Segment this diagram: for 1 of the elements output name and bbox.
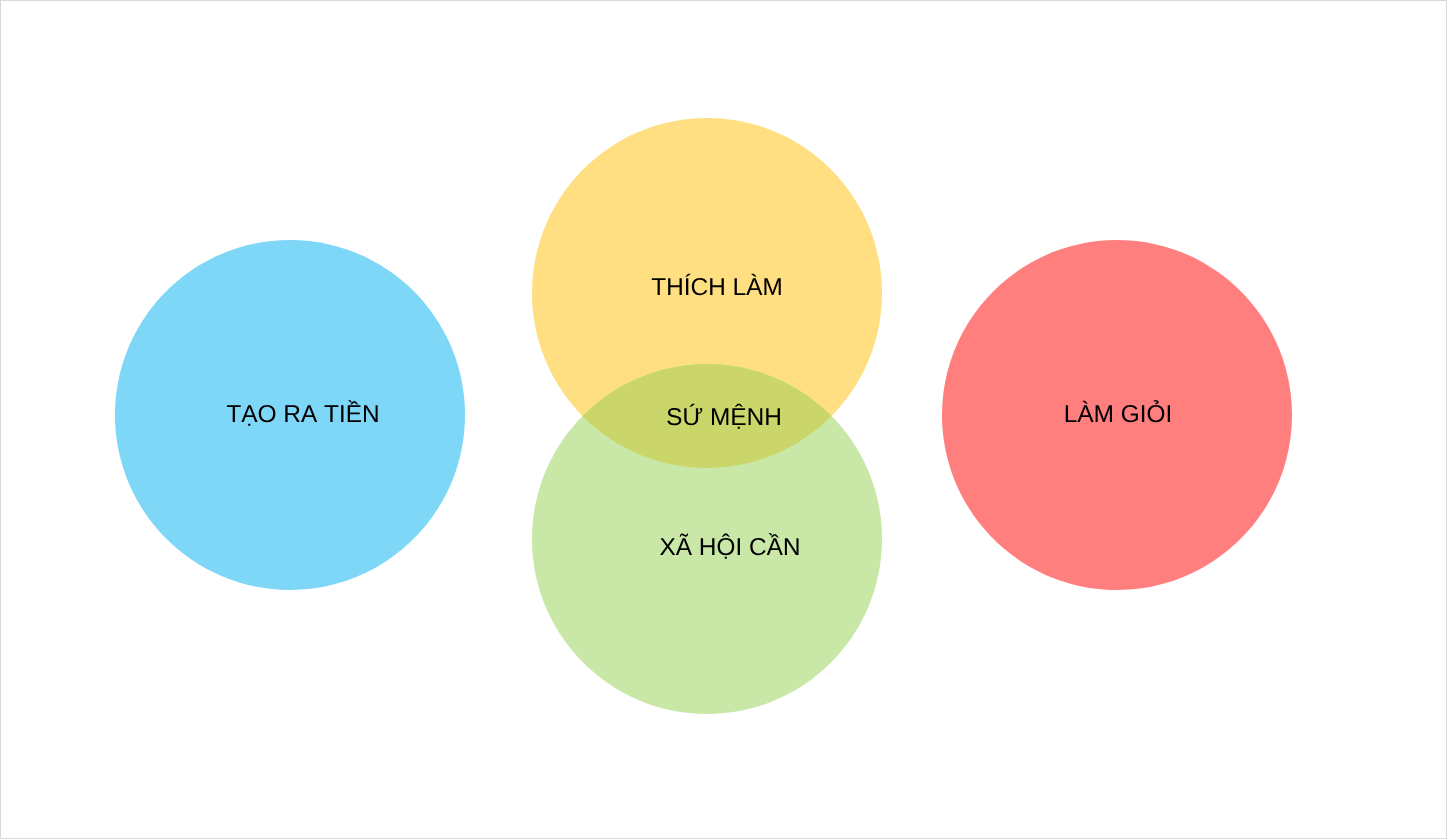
overlap-region: SỨ MỆNH [582, 364, 832, 468]
